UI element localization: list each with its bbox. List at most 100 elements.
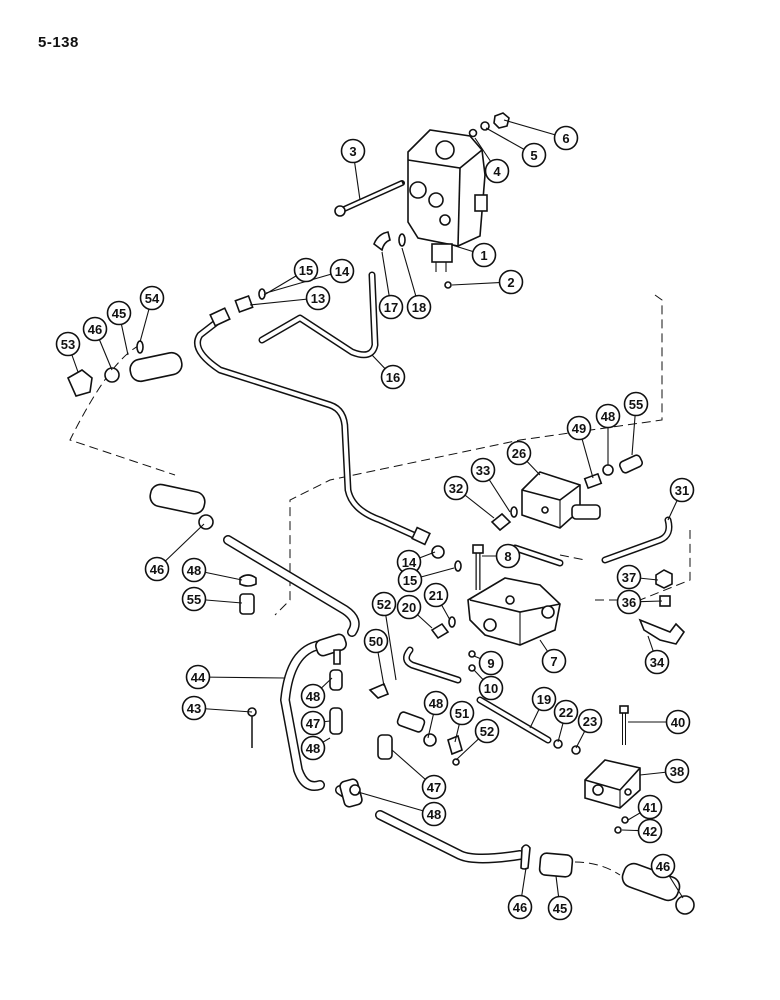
callout-number: 55 (629, 397, 643, 412)
callout-number: 15 (403, 573, 417, 588)
callout-number: 38 (670, 764, 684, 779)
callout-15: 15 (263, 257, 319, 296)
callout-circle (644, 649, 670, 675)
small-washer-part (452, 758, 460, 766)
callout-number: 31 (675, 483, 689, 498)
callout-18: 18 (401, 247, 432, 320)
callout-6: 6 (503, 119, 579, 151)
hose-part (149, 483, 206, 515)
washer-part (571, 745, 581, 755)
hose-clamp-part (675, 895, 695, 915)
callout-49: 49 (566, 415, 594, 479)
callout-number: 55 (187, 592, 201, 607)
callout-15: 15 (397, 567, 455, 593)
callout-circle (380, 364, 406, 390)
sleeve-part (619, 454, 643, 474)
callout-circle (329, 258, 355, 284)
washer-part (468, 128, 478, 138)
callout-number: 46 (88, 322, 102, 337)
callout-circle (506, 440, 532, 466)
callout-circle (340, 138, 366, 164)
clamp-part (423, 733, 437, 747)
nut-part (493, 112, 510, 129)
callout-48: 48 (595, 403, 621, 465)
callout-36: 36 (616, 589, 663, 615)
callout-circle (300, 683, 326, 709)
callout-51: 51 (449, 700, 475, 743)
callout-number: 42 (643, 824, 657, 839)
callout-circle (664, 758, 690, 784)
bolt-part (472, 544, 484, 590)
callout-circle (637, 794, 663, 820)
callout-number: 20 (402, 600, 416, 615)
callout-circle (300, 710, 326, 736)
callout-1: 1 (451, 242, 497, 268)
callout-number: 15 (299, 263, 313, 278)
callout-number: 3 (349, 144, 356, 159)
callout-circle (495, 543, 521, 569)
callout-3: 3 (340, 138, 366, 201)
callout-number: 47 (427, 780, 441, 795)
sleeve-part (239, 593, 255, 615)
callout-44: 44 (185, 664, 286, 690)
callout-circle (181, 557, 207, 583)
return-tube-upper (223, 535, 360, 637)
o-ring-part (398, 233, 406, 247)
callout-number: 48 (429, 696, 443, 711)
callout-number: 48 (601, 409, 615, 424)
callout-circle (378, 294, 404, 320)
long-bolt-part (334, 180, 405, 217)
callout-circle (566, 415, 592, 441)
sleeve-part (377, 734, 393, 760)
callout-number: 44 (191, 670, 206, 685)
tee-fitting-part (638, 618, 686, 645)
hydraulic-pipe-long (194, 307, 431, 546)
page-number: 5-138 (38, 34, 79, 51)
callout-number: 45 (112, 306, 126, 321)
callout-number: 34 (650, 655, 665, 670)
bolt-part (619, 705, 629, 745)
callout-43: 43 (181, 695, 253, 721)
callout-14: 14 (396, 549, 436, 575)
washer-part (468, 650, 476, 658)
callout-number: 48 (187, 563, 201, 578)
callout-52: 52 (455, 718, 500, 761)
callout-number: 52 (377, 597, 391, 612)
callout-22: 22 (553, 699, 579, 743)
callout-21: 21 (423, 582, 451, 621)
callout-number: 17 (384, 300, 398, 315)
callout-20: 20 (396, 594, 433, 629)
sleeve-part (396, 711, 426, 733)
callout-circle (553, 125, 579, 151)
callout-number: 51 (455, 706, 469, 721)
elbow-part (447, 734, 463, 756)
callout-13: 13 (249, 285, 331, 311)
callout-number: 26 (512, 446, 526, 461)
callout-4: 4 (474, 137, 510, 184)
adapter-fitting-part (583, 472, 603, 490)
callout-52: 52 (371, 591, 397, 681)
callout-circle (577, 708, 603, 734)
clamp-part (239, 574, 257, 587)
clamp-part (602, 464, 614, 476)
callout-number: 23 (583, 714, 597, 729)
coupler-part (329, 707, 343, 735)
callout-37: 37 (616, 564, 659, 590)
callout-circle (181, 586, 207, 612)
callout-circle (521, 142, 547, 168)
elbow-part (368, 682, 390, 699)
callout-circle (474, 718, 500, 744)
callout-32: 32 (443, 475, 495, 519)
callout-circle (665, 709, 691, 735)
upper-left-hose-assembly (66, 340, 183, 397)
o-ring-part (510, 506, 518, 518)
callout-circle (616, 589, 642, 615)
callout-46: 46 (144, 523, 205, 582)
callout-circle (305, 285, 331, 311)
callout-circle (185, 664, 211, 690)
callout-number: 45 (553, 901, 567, 916)
o-ring-part (454, 560, 462, 572)
